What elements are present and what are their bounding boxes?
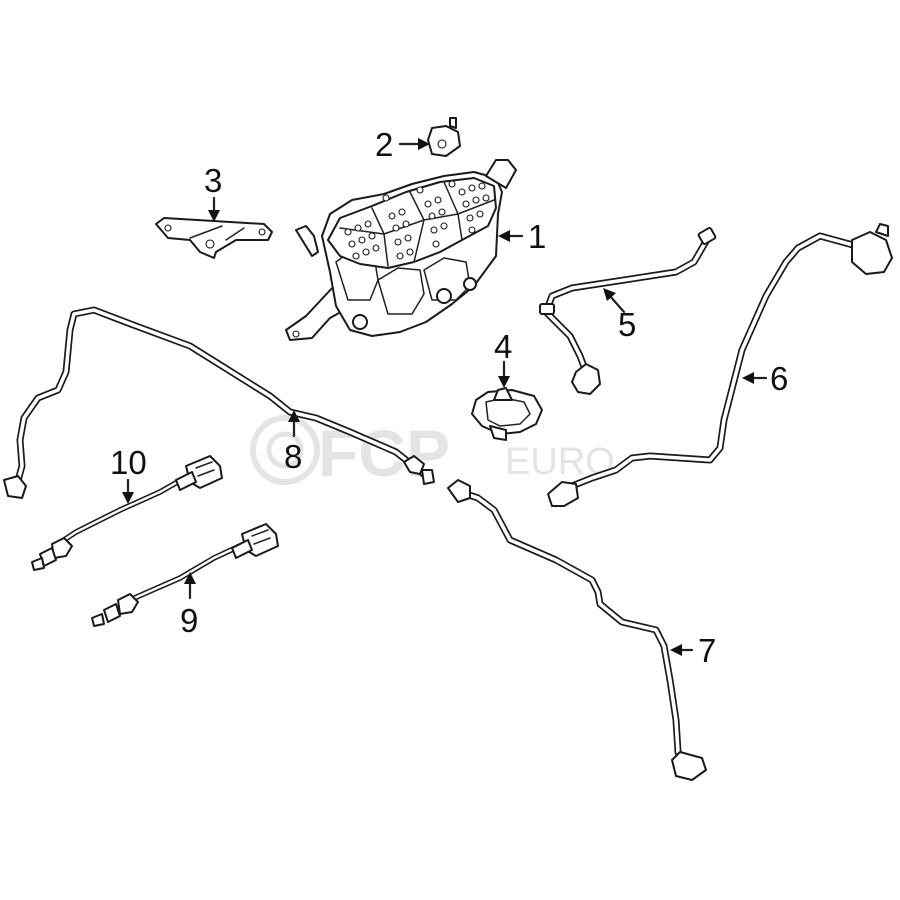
- vapor-line[interactable]: [3, 306, 435, 499]
- canister-grid-holes: [344, 180, 490, 260]
- watermark-logo-icon: [250, 415, 320, 485]
- callout-1: 1: [528, 218, 546, 255]
- callout-8: 8: [284, 438, 302, 475]
- vapor-canister[interactable]: [285, 159, 517, 341]
- callout-2: 2: [375, 126, 393, 163]
- canister-bracket[interactable]: [155, 217, 273, 259]
- callout-6: 6: [770, 360, 788, 397]
- vent-line[interactable]: [447, 479, 707, 781]
- mounting-bracket-small[interactable]: [427, 117, 461, 157]
- callout-4: 4: [494, 328, 512, 365]
- purge-hose[interactable]: [539, 227, 717, 395]
- callout-3: 3: [204, 162, 222, 199]
- vapor-hose[interactable]: [547, 223, 893, 507]
- callout-labels: 1 2 3 4 5 6 7 8 9 10: [110, 126, 788, 669]
- oxygen-sensor-front[interactable]: [31, 455, 223, 571]
- oxygen-sensor-rear[interactable]: [91, 523, 279, 627]
- callout-10: 10: [110, 444, 147, 481]
- callout-9: 9: [180, 602, 198, 639]
- callout-5: 5: [618, 306, 636, 343]
- leak-detection-pump[interactable]: [471, 387, 543, 441]
- callout-7: 7: [698, 632, 716, 669]
- callout-leaders: [122, 138, 768, 656]
